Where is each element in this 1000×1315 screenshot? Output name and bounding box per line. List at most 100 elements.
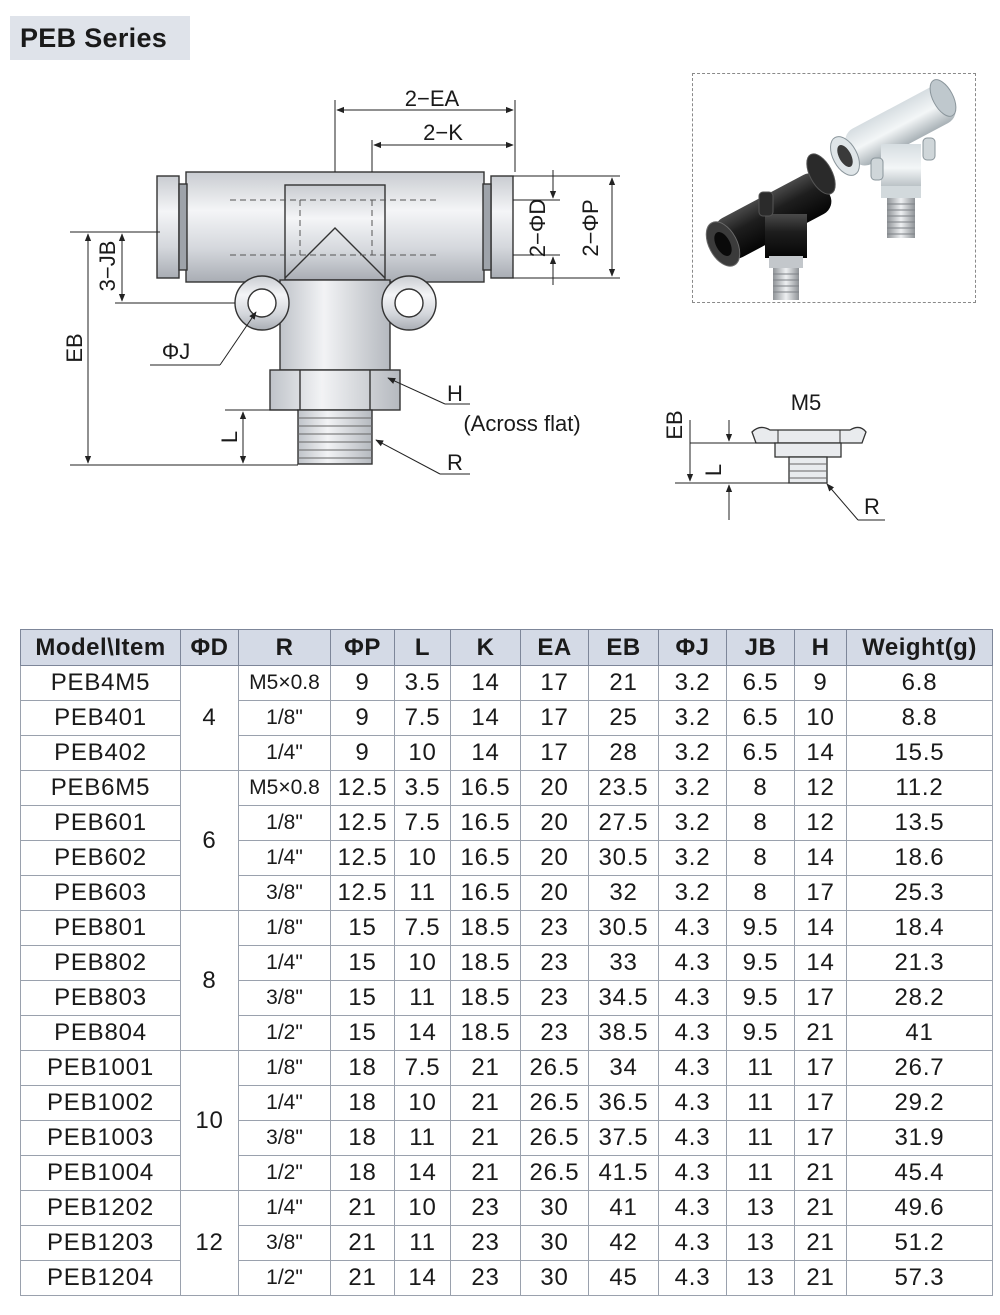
series-title: PEB Series [10, 16, 190, 60]
internal-cone [284, 227, 386, 279]
cell-r: 1/8" [238, 805, 331, 841]
cell-ea: 23 [520, 945, 589, 981]
cell-eb: 38.5 [588, 1015, 659, 1051]
header-h: H [794, 629, 847, 666]
cell-weight: 41 [846, 1015, 993, 1051]
cell-model: PEB1001 [20, 1050, 181, 1086]
cell-model: PEB802 [20, 945, 181, 981]
cell-jb: 6.5 [726, 700, 795, 736]
cell-k: 18.5 [450, 980, 521, 1016]
grey-fitting [830, 79, 957, 238]
cell-eb: 25 [588, 700, 659, 736]
cell-r: M5×0.8 [238, 665, 331, 701]
cell-r: M5×0.8 [238, 770, 331, 806]
cell-p: 12.5 [330, 875, 395, 911]
cell-eb: 34 [588, 1050, 659, 1086]
cell-eb: 36.5 [588, 1085, 659, 1121]
cell-p: 15 [330, 1015, 395, 1051]
cell-k: 16.5 [450, 840, 521, 876]
label-l: L [217, 431, 242, 443]
cell-p: 18 [330, 1120, 395, 1156]
cell-weight: 29.2 [846, 1085, 993, 1121]
cell-eb: 30.5 [588, 840, 659, 876]
cell-r: 1/2" [238, 1015, 331, 1051]
cell-eb: 27.5 [588, 805, 659, 841]
cell-ea: 23 [520, 1015, 589, 1051]
cell-h: 21 [794, 1015, 847, 1051]
cell-weight: 21.3 [846, 945, 993, 981]
m5-nut [751, 426, 867, 444]
cell-weight: 28.2 [846, 980, 993, 1016]
cell-r: 1/8" [238, 910, 331, 946]
cell-k: 16.5 [450, 770, 521, 806]
cell-l: 3.5 [394, 665, 451, 701]
cell-p: 15 [330, 910, 395, 946]
cell-p: 15 [330, 980, 395, 1016]
cell-weight: 18.6 [846, 840, 993, 876]
cell-weight: 15.5 [846, 735, 993, 771]
fitting-body [156, 171, 514, 465]
cell-eb: 34.5 [588, 980, 659, 1016]
cell-j: 3.2 [658, 735, 727, 771]
cell-l: 11 [394, 1225, 451, 1261]
cell-eb: 28 [588, 735, 659, 771]
cell-r: 1/2" [238, 1260, 331, 1296]
cell-eb: 21 [588, 665, 659, 701]
cell-jb: 9.5 [726, 945, 795, 981]
cell-ea: 20 [520, 770, 589, 806]
m5-thread-drawing: M5 EB L R [662, 390, 885, 521]
cell-r: 1/4" [238, 735, 331, 771]
spec-table: Model\Item ΦD R ΦP L K EA EB ΦJ JB H Wei… [20, 629, 993, 1296]
cell-k: 23 [450, 1260, 521, 1296]
cell-j: 4.3 [658, 1155, 727, 1191]
product-photo-illustration [705, 79, 957, 300]
cell-p: 21 [330, 1260, 395, 1296]
header-k: K [450, 629, 521, 666]
cell-j: 4.3 [658, 910, 727, 946]
dimension-lines [70, 100, 620, 475]
cell-p: 18 [330, 1155, 395, 1191]
cell-jb: 8 [726, 875, 795, 911]
cell-h: 14 [794, 910, 847, 946]
cell-h: 10 [794, 700, 847, 736]
cell-r: 1/4" [238, 1190, 331, 1226]
cell-p: 12.5 [330, 805, 395, 841]
label-od: 2−ΦD [525, 199, 550, 258]
cell-h: 17 [794, 1085, 847, 1121]
cell-weight: 49.6 [846, 1190, 993, 1226]
cell-ea: 20 [520, 840, 589, 876]
cell-j: 4.3 [658, 980, 727, 1016]
cell-h: 14 [794, 945, 847, 981]
cell-l: 14 [394, 1015, 451, 1051]
cell-p: 21 [330, 1225, 395, 1261]
cell-model: PEB801 [20, 910, 181, 946]
cell-l: 11 [394, 980, 451, 1016]
cell-h: 17 [794, 1120, 847, 1156]
cell-eb: 45 [588, 1260, 659, 1296]
cell-r: 3/8" [238, 1225, 331, 1261]
cell-jb: 9.5 [726, 980, 795, 1016]
cell-ea: 17 [520, 735, 589, 771]
cell-r: 1/8" [238, 700, 331, 736]
cell-p: 9 [330, 665, 395, 701]
header-weight: Weight(g) [846, 629, 993, 666]
cell-h: 17 [794, 875, 847, 911]
cell-l: 3.5 [394, 770, 451, 806]
thread-lines [298, 417, 372, 459]
label-op: 2−ΦP [578, 199, 603, 256]
cell-jb: 8 [726, 805, 795, 841]
cell-model: PEB1204 [20, 1260, 181, 1296]
cell-jb: 13 [726, 1260, 795, 1296]
cell-k: 18.5 [450, 1015, 521, 1051]
cell-weight: 31.9 [846, 1120, 993, 1156]
cell-ea: 20 [520, 875, 589, 911]
cell-model: PEB1203 [20, 1225, 181, 1261]
cell-weight: 51.2 [846, 1225, 993, 1261]
cell-model: PEB1003 [20, 1120, 181, 1156]
cell-weight: 57.3 [846, 1260, 993, 1296]
cell-d: 10 [180, 1050, 239, 1191]
